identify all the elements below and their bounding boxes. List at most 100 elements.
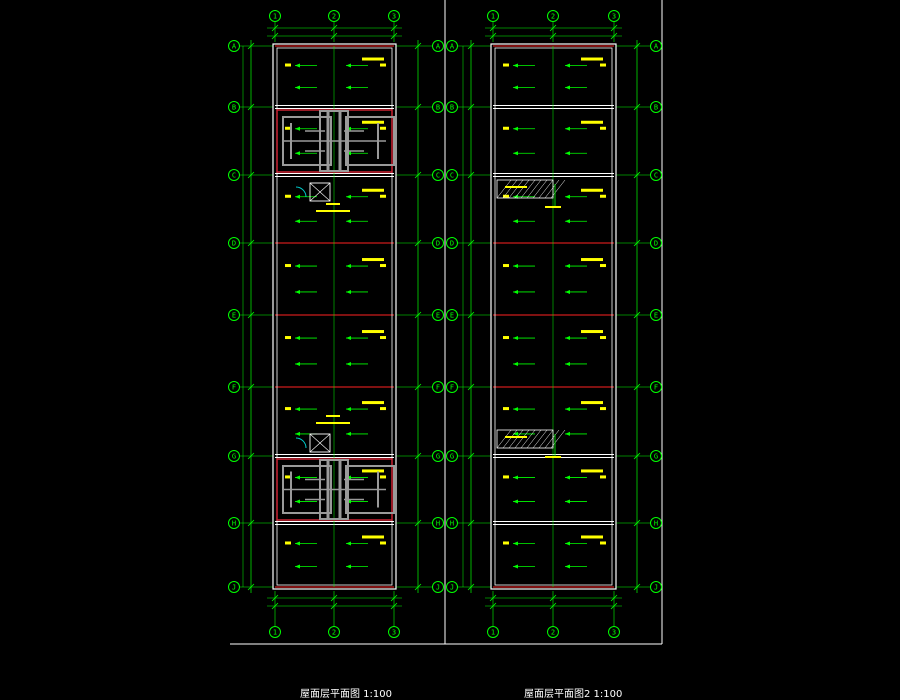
annotation-mark	[285, 63, 291, 67]
hatched-area-1	[496, 179, 566, 208]
axis-bubble-row-G-right: G	[650, 450, 662, 462]
axis-bubble-row-E-right: E	[650, 309, 662, 321]
axis-bubble-row-J-right: J	[432, 581, 444, 593]
panel-title-right: 屋面层平面图2 1:100	[524, 689, 623, 700]
axis-bubble-col-3-bottom: 3	[608, 626, 620, 638]
svg-text:1: 1	[273, 13, 277, 21]
axis-bubble-row-C-left: C	[228, 169, 240, 181]
axis-bubble-col-3-top: 3	[388, 10, 400, 22]
axis-bubble-row-H-right: H	[650, 517, 662, 529]
roof-equipment-2	[276, 458, 395, 521]
svg-text:2: 2	[551, 13, 555, 21]
annotation-mark	[285, 194, 291, 198]
svg-text:B: B	[436, 104, 440, 112]
svg-text:J: J	[654, 584, 658, 592]
axis-bubble-row-J-left: J	[228, 581, 240, 593]
svg-text:2: 2	[551, 629, 555, 637]
axis-bubble-row-B-right: B	[432, 101, 444, 113]
axis-bubble-row-A-left: A	[446, 40, 458, 52]
axis-bubble-row-B-left: B	[228, 101, 240, 113]
annotation-mark	[503, 336, 509, 340]
axis-bubble-row-F-right: F	[432, 381, 444, 393]
svg-text:G: G	[654, 453, 658, 461]
svg-text:D: D	[450, 240, 454, 248]
svg-text:1: 1	[491, 13, 495, 21]
axis-bubble-row-A-right: A	[432, 40, 444, 52]
annotation-mark	[285, 264, 291, 268]
annotation-mark	[285, 336, 291, 340]
axis-bubble-row-G-left: G	[446, 450, 458, 462]
svg-text:J: J	[450, 584, 454, 592]
axis-bubble-col-3-bottom: 3	[388, 626, 400, 638]
axis-bubble-row-H-right: H	[432, 517, 444, 529]
outer-wall	[272, 43, 397, 590]
svg-text:E: E	[450, 312, 454, 320]
svg-text:C: C	[436, 172, 440, 180]
outer-wall	[490, 43, 617, 590]
svg-text:J: J	[436, 584, 440, 592]
svg-text:F: F	[450, 384, 454, 392]
axis-bubble-row-A-left: A	[228, 40, 240, 52]
roof-equipment-1	[276, 109, 395, 173]
axis-bubble-row-D-left: D	[446, 237, 458, 249]
svg-text:C: C	[450, 172, 454, 180]
roof-hatch-box	[309, 182, 331, 202]
axis-bubble-col-1-bottom: 1	[487, 626, 499, 638]
axis-bubble-row-E-left: E	[228, 309, 240, 321]
svg-text:G: G	[450, 453, 454, 461]
axis-bubble-row-D-right: D	[650, 237, 662, 249]
axis-bubble-row-J-left: J	[446, 581, 458, 593]
svg-text:2: 2	[332, 629, 336, 637]
axis-bubble-row-G-left: G	[228, 450, 240, 462]
axis-bubble-row-E-left: E	[446, 309, 458, 321]
axis-bubble-col-2-bottom: 2	[328, 626, 340, 638]
svg-text:3: 3	[392, 13, 396, 21]
svg-text:G: G	[232, 453, 236, 461]
axis-bubble-col-3-top: 3	[608, 10, 620, 22]
axis-bubble-row-E-right: E	[432, 309, 444, 321]
annotation-mark	[285, 541, 291, 545]
svg-text:D: D	[654, 240, 658, 248]
axis-bubble-col-1-bottom: 1	[269, 626, 281, 638]
annotation-mark	[285, 126, 291, 130]
annotation-mark	[503, 126, 509, 130]
svg-text:C: C	[654, 172, 658, 180]
svg-text:H: H	[436, 520, 440, 528]
axis-bubble-row-F-left: F	[228, 381, 240, 393]
svg-text:B: B	[450, 104, 454, 112]
axis-bubble-row-J-right: J	[650, 581, 662, 593]
axis-bubble-row-H-left: H	[228, 517, 240, 529]
axis-bubble-row-B-right: B	[650, 101, 662, 113]
svg-text:E: E	[654, 312, 658, 320]
svg-text:G: G	[436, 453, 440, 461]
svg-text:3: 3	[612, 629, 616, 637]
annotation-mark	[503, 63, 509, 67]
axis-bubble-row-H-left: H	[446, 517, 458, 529]
svg-text:E: E	[436, 312, 440, 320]
inner-wall	[276, 47, 393, 586]
annotation-mark	[285, 475, 291, 479]
annotation-mark	[503, 475, 509, 479]
annotation-mark	[285, 407, 291, 411]
hatched-area-2	[496, 429, 566, 458]
axis-bubble-col-1-top: 1	[487, 10, 499, 22]
axis-bubble-row-D-left: D	[228, 237, 240, 249]
door-swing	[295, 186, 307, 198]
svg-text:J: J	[232, 584, 236, 592]
svg-text:A: A	[450, 43, 455, 51]
svg-text:D: D	[232, 240, 236, 248]
axis-bubble-row-F-left: F	[446, 381, 458, 393]
svg-text:H: H	[232, 520, 236, 528]
svg-text:F: F	[232, 384, 236, 392]
inner-wall	[494, 47, 613, 586]
svg-text:E: E	[232, 312, 236, 320]
svg-text:D: D	[436, 240, 440, 248]
panel-title-left: 屋面层平面图 1:100	[300, 689, 392, 700]
axis-bubble-row-G-right: G	[432, 450, 444, 462]
svg-text:A: A	[232, 43, 237, 51]
axis-bubble-col-1-top: 1	[269, 10, 281, 22]
svg-text:1: 1	[273, 629, 277, 637]
